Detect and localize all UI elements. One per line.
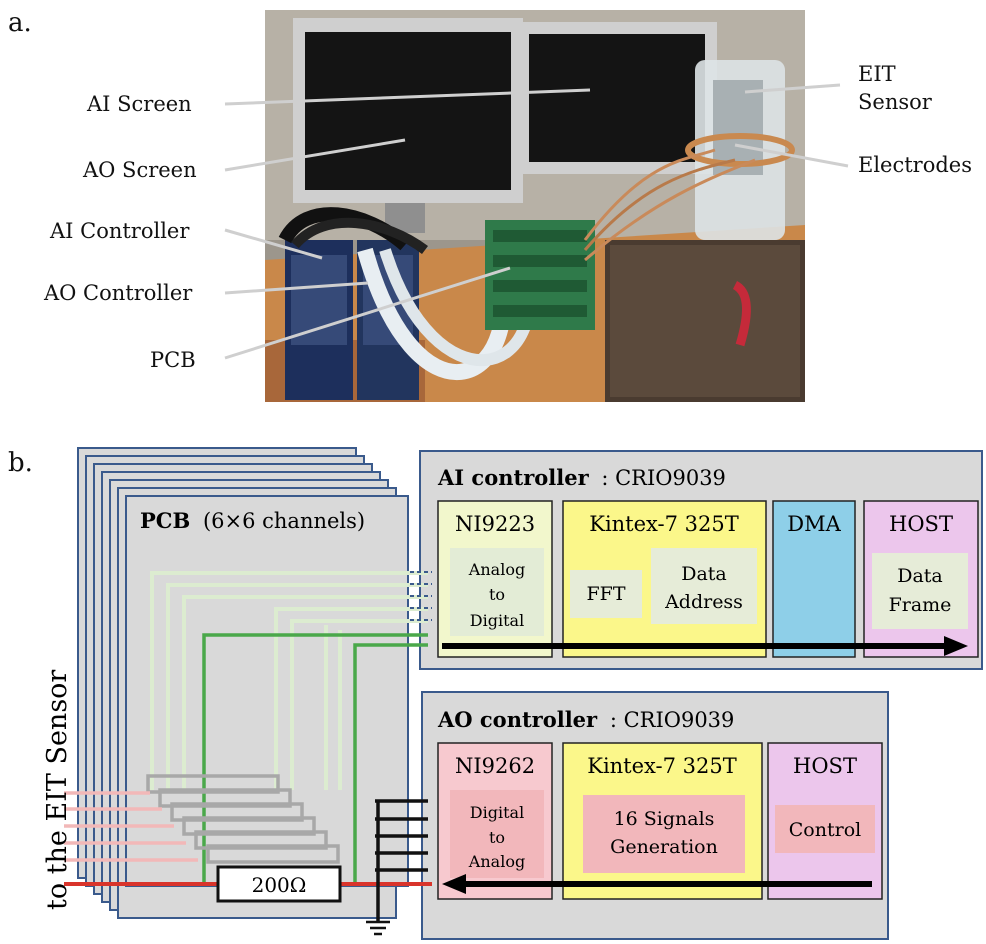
system-diagram: PCB (6×6 channels) 200Ω to the EIT Senso… <box>42 447 983 940</box>
pink-lines <box>64 791 198 862</box>
ni9262-line1: Digital <box>470 803 524 822</box>
green-signal-lines <box>202 633 428 885</box>
ground-symbol <box>366 920 390 936</box>
leader-ai-controller <box>224 228 323 260</box>
control-label: Control <box>789 819 861 841</box>
ai-flow-arrow <box>442 636 968 656</box>
label-eit-sensor-line2: Sensor <box>858 90 932 114</box>
ni9262-line3: Analog <box>468 852 525 871</box>
pcb-title-bold: PCB <box>140 508 190 533</box>
to-eit-sensor-label: to the EIT Sensor <box>42 670 73 910</box>
ni9223-label: NI9223 <box>455 512 535 536</box>
leader-electrodes <box>734 143 849 168</box>
panel-b-letter: b. <box>8 448 33 478</box>
label-pcb: PCB <box>150 348 196 372</box>
panel-a-leader-lines <box>224 83 849 360</box>
label-ai-controller: AI Controller <box>50 219 190 243</box>
light-green-lines <box>150 571 428 790</box>
leader-pcb <box>224 266 511 360</box>
ni9262-inner <box>450 790 544 878</box>
leader-eit-sensor <box>744 83 841 94</box>
ni9262-label: NI9262 <box>455 754 535 778</box>
leader-ao-controller <box>224 281 369 295</box>
label-eit-sensor-line1: EIT <box>858 62 896 86</box>
pcb-title: PCB (6×6 channels) <box>140 508 365 533</box>
label-ao-screen: AO Screen <box>83 158 197 182</box>
signals-generation-line2: Generation <box>610 836 718 858</box>
ai-controller-title-rest: : CRIO9039 <box>601 466 726 490</box>
ni9223-line1: Analog <box>468 560 525 579</box>
ai-fpga-label: Kintex-7 325T <box>589 512 739 536</box>
resistor-label: 200Ω <box>252 873 307 897</box>
ao-controller-title-rest: : CRIO9039 <box>610 708 735 732</box>
ni9262-line2: to <box>489 828 505 847</box>
data-address-line1: Data <box>681 563 727 585</box>
fft-label: FFT <box>586 583 625 605</box>
data-frame-box <box>872 553 968 629</box>
leader-ao-screen <box>224 138 406 172</box>
ao-output-lines <box>375 799 428 922</box>
ao-flow-arrow <box>442 874 872 894</box>
data-frame-line1: Data <box>897 565 943 587</box>
control-box <box>775 805 875 853</box>
ai-controller-title-bold: AI controller <box>437 465 590 490</box>
ai-host-label: HOST <box>889 512 953 536</box>
panel-a-letter: a. <box>8 8 32 38</box>
ao-controller-title: AO controller : CRIO9039 <box>437 707 734 732</box>
label-electrodes: Electrodes <box>858 153 973 177</box>
signals-generation-box <box>583 795 745 873</box>
resistor-array <box>146 774 340 864</box>
fft-box <box>570 570 642 618</box>
ao-host-label: HOST <box>793 754 857 778</box>
signals-generation-line1: 16 Signals <box>614 808 715 830</box>
data-frame-line2: Frame <box>889 594 952 616</box>
data-address-box <box>651 548 757 624</box>
setup-photo <box>265 10 805 402</box>
ni9223-inner <box>450 548 544 636</box>
leader-ai-screen <box>224 88 591 106</box>
pcb-title-rest: (6×6 channels) <box>203 509 365 533</box>
ni9223-line2: to <box>489 585 505 604</box>
dashed-connectors <box>410 571 432 621</box>
ai-controller-title: AI controller : CRIO9039 <box>437 465 726 490</box>
ao-controller-title-bold: AO controller <box>437 707 598 732</box>
resistor-200-ohm <box>216 865 342 903</box>
data-address-line2: Address <box>664 591 743 613</box>
setup-photo-illustration <box>265 10 805 402</box>
dma-module <box>772 500 856 658</box>
ao-fpga-label: Kintex-7 325T <box>587 754 737 778</box>
label-ao-controller: AO Controller <box>44 281 193 305</box>
ni9223-line3: Digital <box>470 611 524 630</box>
label-ai-screen: AI Screen <box>87 92 192 116</box>
dma-label: DMA <box>787 512 841 536</box>
